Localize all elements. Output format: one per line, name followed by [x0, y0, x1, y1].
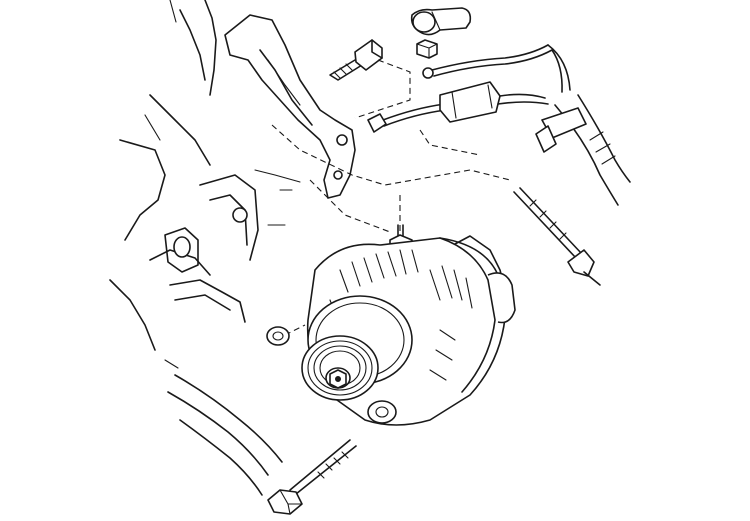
pulley	[301, 335, 379, 401]
engine-block	[109, 0, 301, 351]
spacer	[266, 326, 290, 346]
mounting-bracket	[224, 14, 356, 199]
wiring-harness	[535, 94, 631, 206]
terminal-nut	[416, 39, 438, 59]
terminal-cap	[410, 7, 472, 36]
adjusting-bolt	[329, 39, 383, 81]
pivot-bolt	[267, 439, 357, 515]
through-bolt	[513, 187, 601, 286]
wiring-connector	[439, 81, 549, 123]
alternator	[301, 235, 516, 426]
drive-belt	[164, 359, 283, 496]
